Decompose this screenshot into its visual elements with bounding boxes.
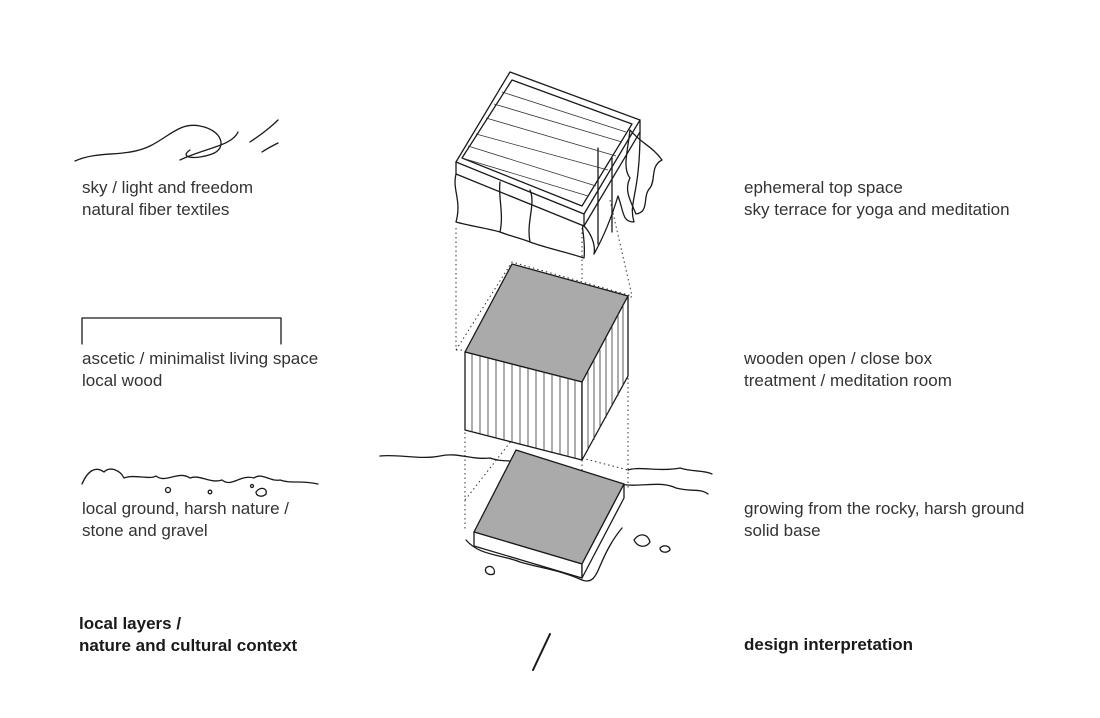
label-line: local ground, harsh nature / bbox=[82, 499, 289, 518]
heading-design-interpretation: design interpretation bbox=[744, 634, 913, 656]
label-wooden-box: wooden open / close box treatment / medi… bbox=[744, 348, 952, 392]
label-line: ephemeral top space bbox=[744, 178, 903, 197]
slash-divider-icon bbox=[532, 633, 551, 671]
label-line: solid base bbox=[744, 521, 821, 540]
heading-line: local layers / bbox=[79, 614, 182, 633]
ephemeral-top-space bbox=[454, 71, 663, 259]
label-local-ground: local ground, harsh nature / stone and g… bbox=[82, 498, 289, 542]
label-ephemeral-top-space: ephemeral top space sky terrace for yoga… bbox=[744, 177, 1010, 221]
label-line: local wood bbox=[82, 371, 163, 390]
label-line: sky / light and freedom bbox=[82, 178, 254, 197]
label-line: sky terrace for yoga and meditation bbox=[744, 200, 1010, 219]
label-line: natural fiber textiles bbox=[82, 200, 230, 219]
label-line: wooden open / close box bbox=[744, 349, 933, 368]
label-solid-base: growing from the rocky, harsh ground sol… bbox=[744, 498, 1024, 542]
solid-base bbox=[473, 449, 625, 579]
heading-local-layers: local layers / nature and cultural conte… bbox=[79, 613, 297, 657]
rocky-ground bbox=[379, 454, 713, 582]
label-line: growing from the rocky, harsh ground bbox=[744, 499, 1025, 518]
label-sky-light-freedom: sky / light and freedom natural fiber te… bbox=[82, 177, 253, 221]
wave-line-icon bbox=[74, 119, 279, 162]
rocky-ground-line-icon bbox=[81, 468, 319, 497]
heading-line: design interpretation bbox=[744, 635, 914, 654]
label-line: treatment / meditation room bbox=[744, 371, 952, 390]
wooden-box bbox=[464, 263, 629, 461]
label-ascetic-living-space: ascetic / minimalist living space local … bbox=[82, 348, 318, 392]
label-line: stone and gravel bbox=[82, 521, 208, 540]
label-line: ascetic / minimalist living space bbox=[82, 349, 319, 368]
heading-line: nature and cultural context bbox=[79, 636, 298, 655]
bracket-line-icon bbox=[81, 317, 282, 345]
